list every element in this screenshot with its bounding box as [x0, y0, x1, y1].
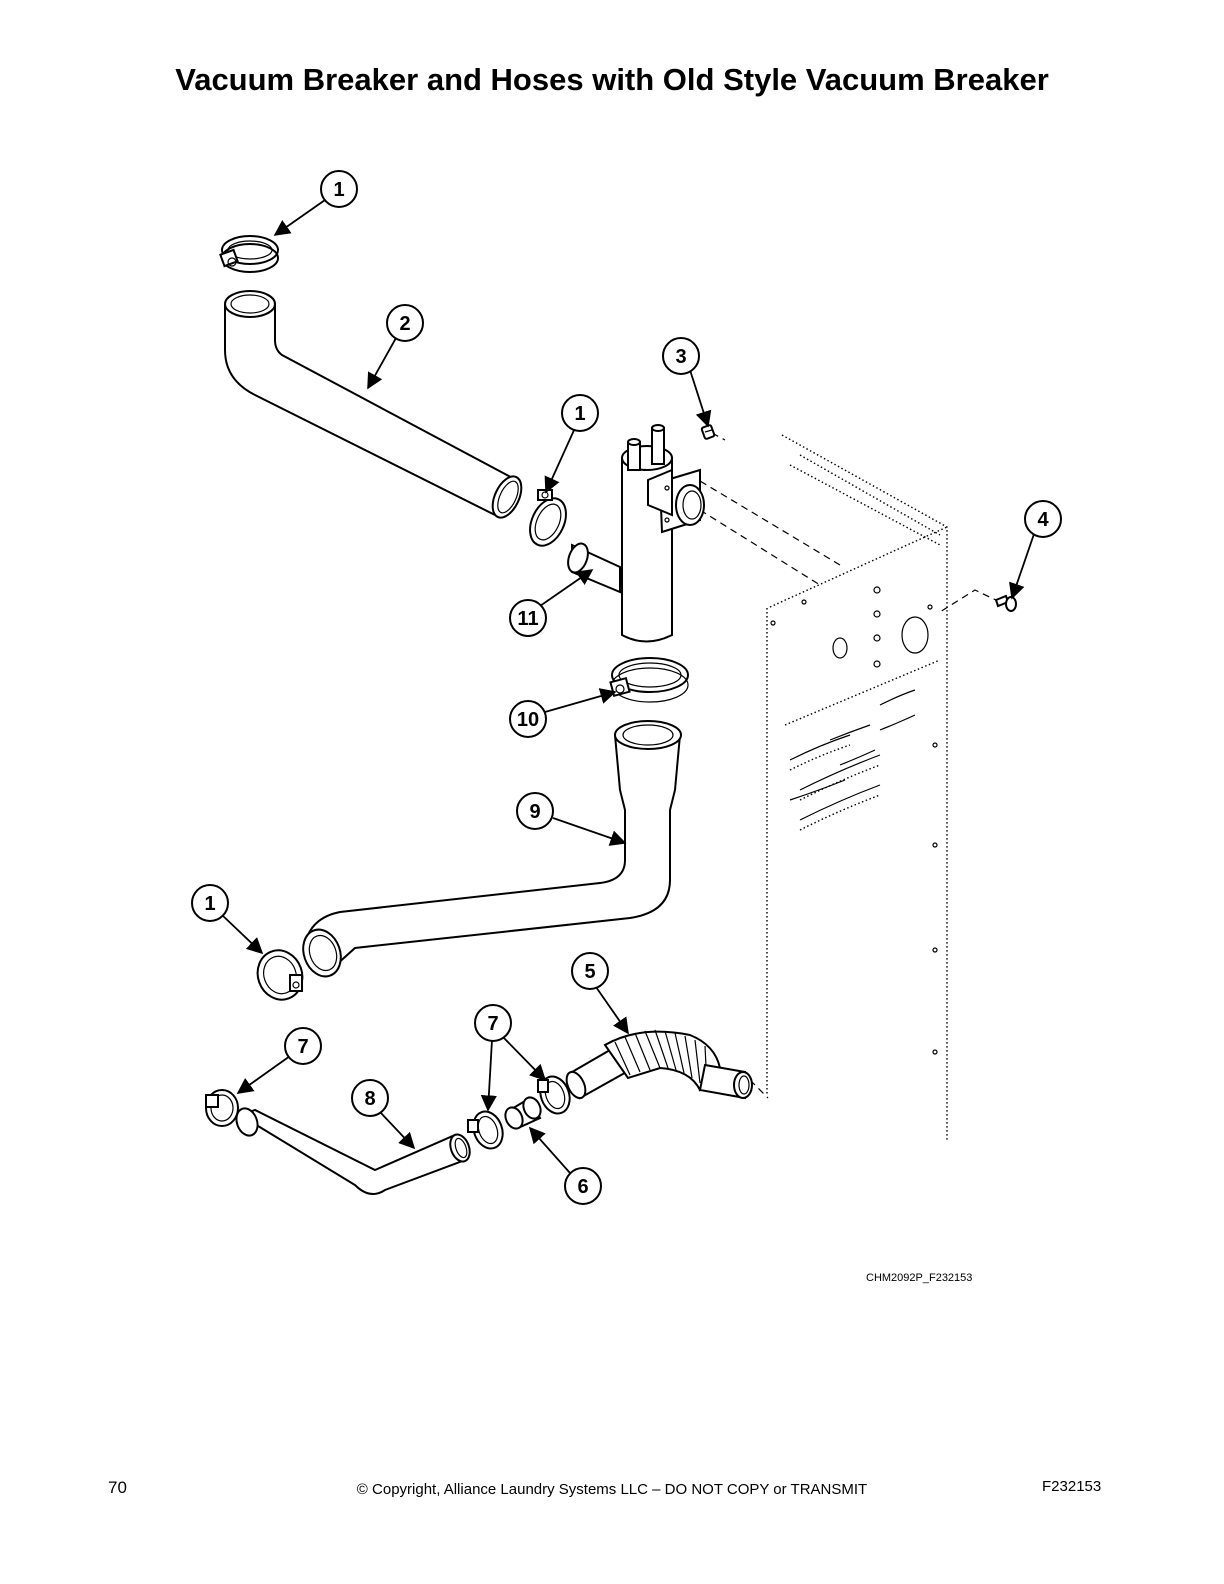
callout-label: 7: [297, 1036, 308, 1058]
vacuum-breaker: [567, 424, 705, 643]
leader-lines: [221, 199, 1035, 1174]
hose-clamp-lower: [256, 949, 304, 1001]
callout-label: 1: [204, 893, 215, 915]
small-clamp-middle: [467, 1110, 504, 1150]
callout-1-middle: 1: [561, 394, 599, 432]
callout-label: 1: [333, 179, 344, 201]
hose-connector: [504, 1096, 542, 1130]
callout-label: 9: [529, 801, 540, 823]
machine-side-panel: [766, 434, 948, 1140]
callout-label: 7: [487, 1013, 498, 1035]
lower-short-hose: [235, 1107, 471, 1195]
callout-label: 11: [517, 608, 538, 630]
callout-label: 3: [675, 346, 686, 368]
copyright-notice: © Copyright, Alliance Laundry Systems LL…: [356, 1481, 868, 1498]
callout-1-lower: 1: [191, 884, 229, 922]
callout-1-top: 1: [320, 170, 358, 208]
assembly-line-elbow: [749, 1079, 769, 1099]
assembly-line-screw-4: [939, 589, 1001, 613]
callout-7-middle: 7: [474, 1004, 512, 1042]
callout-6: 6: [564, 1167, 602, 1205]
assembly-line-breaker: [699, 509, 821, 586]
callout-8: 8: [351, 1079, 389, 1117]
screw-3: [700, 424, 716, 440]
callout-label: 4: [1037, 509, 1049, 531]
callout-label: 10: [517, 709, 539, 731]
page-title: Vacuum Breaker and Hoses with Old Style …: [175, 62, 1049, 97]
callout-11: 11: [509, 599, 547, 637]
hose-clamp-large: [609, 657, 689, 703]
callout-5: 5: [571, 952, 609, 990]
page-number: 70: [108, 1478, 127, 1497]
callout-3: 3: [662, 337, 700, 375]
corrugated-elbow: [565, 1029, 753, 1100]
document-number: F232153: [1042, 1478, 1102, 1495]
screw-4: [994, 594, 1017, 612]
callout-label: 8: [364, 1088, 375, 1110]
assembly-line-breaker-2: [689, 474, 841, 566]
hose-clamp-top: [219, 235, 279, 273]
figure-code: CHM2092P_F232153: [866, 1272, 973, 1284]
callout-label: 2: [399, 313, 410, 335]
callout-7-left: 7: [284, 1027, 322, 1065]
small-clamp-left: [205, 1089, 239, 1127]
callout-label: 6: [577, 1176, 588, 1198]
callout-9: 9: [516, 792, 554, 830]
lower-long-hose: [302, 720, 682, 978]
callout-10: 10: [509, 700, 547, 738]
upper-hose: [224, 290, 523, 519]
callout-label: 1: [574, 403, 585, 425]
callout-2: 2: [386, 304, 424, 342]
callout-label: 5: [584, 961, 595, 983]
small-clamp-right: [537, 1075, 571, 1115]
hose-clamp-middle: [529, 489, 567, 547]
callout-4: 4: [1024, 500, 1062, 538]
